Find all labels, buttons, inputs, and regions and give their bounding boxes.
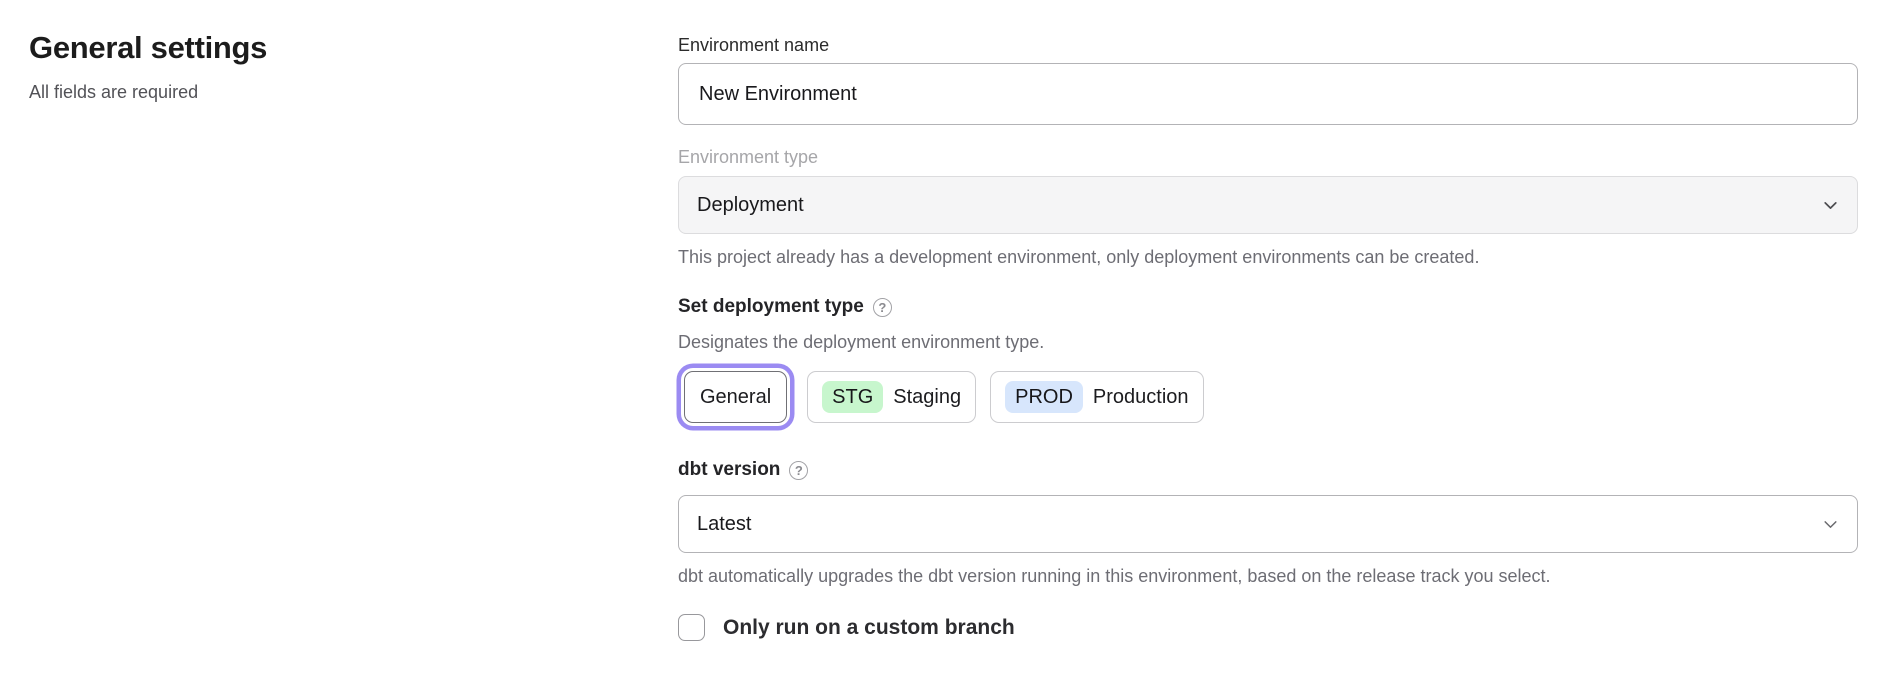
chevron-down-icon — [1822, 197, 1839, 214]
deployment-type-option-staging-label: Staging — [893, 386, 961, 409]
environment-type-value: Deployment — [697, 194, 804, 217]
environment-type-helper: This project already has a development e… — [678, 245, 1858, 269]
page-subtitle: All fields are required — [29, 82, 589, 103]
deployment-type-option-general[interactable]: General — [684, 371, 787, 423]
production-badge: PROD — [1005, 381, 1083, 413]
dbt-version-value: Latest — [697, 513, 751, 536]
environment-name-label: Environment name — [678, 34, 1858, 56]
custom-branch-label: Only run on a custom branch — [723, 616, 1015, 640]
environment-type-select: Deployment — [678, 176, 1858, 234]
dbt-version-label: dbt version — [678, 458, 780, 482]
staging-badge: STG — [822, 381, 883, 413]
settings-header: General settings All fields are required — [29, 30, 589, 103]
page-title: General settings — [29, 30, 589, 66]
deployment-type-label: Set deployment type — [678, 295, 864, 319]
help-icon[interactable]: ? — [873, 298, 892, 317]
environment-name-input[interactable] — [678, 63, 1858, 125]
deployment-type-option-production-label: Production — [1093, 386, 1189, 409]
deployment-type-option-general-label: General — [700, 386, 771, 409]
dbt-version-select[interactable]: Latest — [678, 495, 1858, 553]
deployment-type-description: Designates the deployment environment ty… — [678, 330, 1858, 354]
help-icon[interactable]: ? — [789, 461, 808, 480]
chevron-down-icon — [1822, 516, 1839, 533]
environment-settings-form: Environment name Environment type Deploy… — [678, 34, 1858, 641]
deployment-type-option-production[interactable]: PROD Production — [990, 371, 1203, 423]
custom-branch-checkbox[interactable] — [678, 614, 705, 641]
environment-type-label: Environment type — [678, 146, 1858, 168]
deployment-type-option-staging[interactable]: STG Staging — [807, 371, 976, 423]
custom-branch-row: Only run on a custom branch — [678, 614, 1858, 641]
deployment-type-options: General STG Staging PROD Production — [678, 364, 1858, 430]
dbt-version-helper: dbt automatically upgrades the dbt versi… — [678, 564, 1858, 588]
